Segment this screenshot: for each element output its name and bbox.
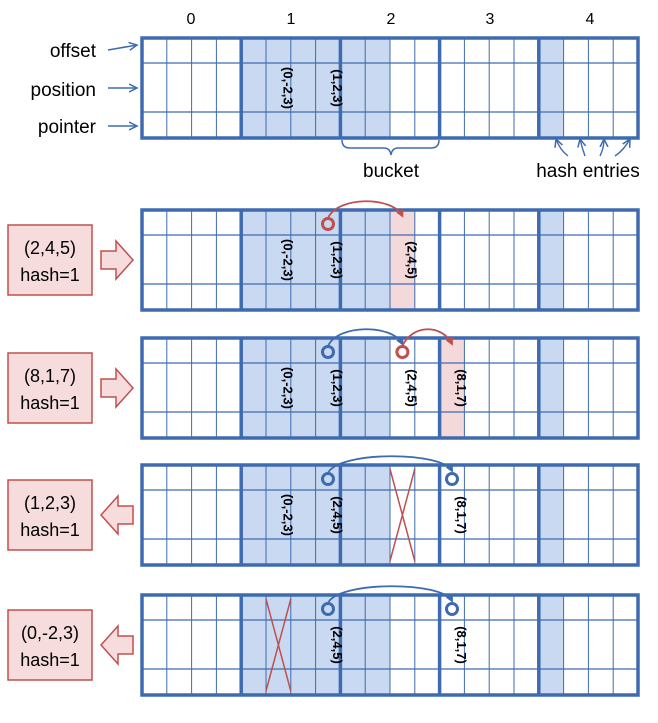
- hash-entry-label: (8,1,7): [454, 626, 469, 664]
- bucket-header-1: 1: [287, 11, 296, 28]
- bucket-headers: 0 1 2 3 4: [187, 11, 595, 28]
- operation-key: (2,4,5): [24, 238, 76, 258]
- hash-entry-label: (0,-2,3): [280, 494, 295, 536]
- hash-entry-label: (0,-2,3): [280, 239, 295, 281]
- operation-box: [7, 352, 93, 424]
- shaded-slot: [538, 595, 564, 695]
- pointer-arrow: [327, 328, 404, 347]
- hash-entry-label: (1,2,3): [330, 69, 345, 107]
- table-frame: [140, 593, 640, 697]
- hash-entry-label: (1,2,3): [330, 241, 345, 279]
- hash-entry-label: (2,4,5): [404, 369, 419, 407]
- bucket-header-0: 0: [187, 11, 196, 28]
- shaded-slot: [538, 465, 564, 565]
- operation-hash: hash=1: [20, 650, 80, 670]
- operation-hash: hash=1: [20, 393, 80, 413]
- shaded-slot: [538, 38, 564, 138]
- table-step-5: (2,4,5) (8,1,7) (0,-2,3) hash=1: [7, 585, 640, 697]
- hash-table-steps: (0,-2,3)(1,2,3)(0,-2,3)(1,2,3)(2,4,5)(2,…: [7, 36, 640, 697]
- bucket-brace: [341, 139, 440, 156]
- table-frame: [140, 336, 640, 440]
- pointer-arrow: [327, 455, 453, 474]
- operation-hash: hash=1: [20, 520, 80, 540]
- deleted-mark: [265, 598, 292, 692]
- pointer-dot: [445, 472, 459, 486]
- offset-arrow: [107, 45, 137, 50]
- new-entry-highlight: [439, 338, 465, 438]
- pointer-dot: [321, 602, 335, 616]
- pointer-dot: [321, 217, 335, 231]
- pointer-arrow: [401, 328, 453, 347]
- pointer-dot: [445, 602, 459, 616]
- pointer-arrow: [327, 585, 453, 604]
- pointer-arrow: [327, 200, 404, 219]
- row-label-pointer: pointer: [38, 117, 97, 138]
- operation-box: [7, 479, 93, 551]
- shaded-slot: [538, 210, 564, 310]
- bucket-header-4: 4: [586, 11, 595, 28]
- table-frame: [140, 36, 640, 140]
- hash-entry-label: (2,4,5): [330, 626, 345, 664]
- bucket-header-3: 3: [486, 11, 495, 28]
- insert-arrow: [100, 367, 135, 409]
- row-label-position: position: [31, 80, 97, 101]
- callouts: bucket hash entries: [341, 139, 640, 182]
- hash-entries-callout: hash entries: [536, 161, 640, 182]
- table-step-4: (0,-2,3) (2,4,5) (8,1,7) (1,2,3) hash=1: [7, 455, 640, 567]
- bucket-header-2: 2: [387, 11, 396, 28]
- shaded-slot: [538, 338, 564, 438]
- row-label-offset: offset: [50, 41, 97, 62]
- table-step-1: (0,-2,3) (1,2,3): [140, 36, 640, 140]
- table-step-3: (0,-2,3) (1,2,3) (2,4,5) (8,1,7) (8,1,7) hash…: [7, 328, 640, 440]
- hash-entry-label: (0,-2,3): [280, 367, 295, 409]
- operation-box: [7, 224, 93, 296]
- operation-key: (1,2,3): [24, 493, 76, 513]
- table-frame: [140, 208, 640, 312]
- operation-key: (8,1,7): [24, 366, 76, 386]
- hash-entry-label: (2,4,5): [330, 496, 345, 534]
- insert-arrow: [100, 239, 135, 281]
- hash-entry-pointers: [556, 139, 630, 157]
- new-entry-highlight: [390, 210, 415, 310]
- hash-entry-label: (2,4,5): [404, 241, 419, 279]
- row-labels: offset position pointer: [31, 41, 138, 138]
- bucket-callout: bucket: [363, 161, 420, 182]
- operation-hash: hash=1: [20, 265, 80, 285]
- hash-entry-label: (0,-2,3): [280, 67, 295, 109]
- pointer-dot: [321, 345, 335, 359]
- deleted-mark: [389, 468, 416, 562]
- delete-arrow: [99, 624, 134, 666]
- table-frame: [140, 463, 640, 567]
- table-step-2: (0,-2,3) (1,2,3) (2,4,5) (2,4,5) hash=1: [7, 200, 640, 312]
- operation-box: [7, 609, 93, 681]
- hash-entry-label: (1,2,3): [330, 369, 345, 407]
- delete-arrow: [99, 494, 134, 536]
- hash-entry-label: (8,1,7): [454, 369, 469, 407]
- operation-key: (0,-2,3): [21, 623, 79, 643]
- pointer-dot: [321, 472, 335, 486]
- hash-entry-label: (8,1,7): [454, 496, 469, 534]
- pointer-dot: [395, 345, 410, 359]
